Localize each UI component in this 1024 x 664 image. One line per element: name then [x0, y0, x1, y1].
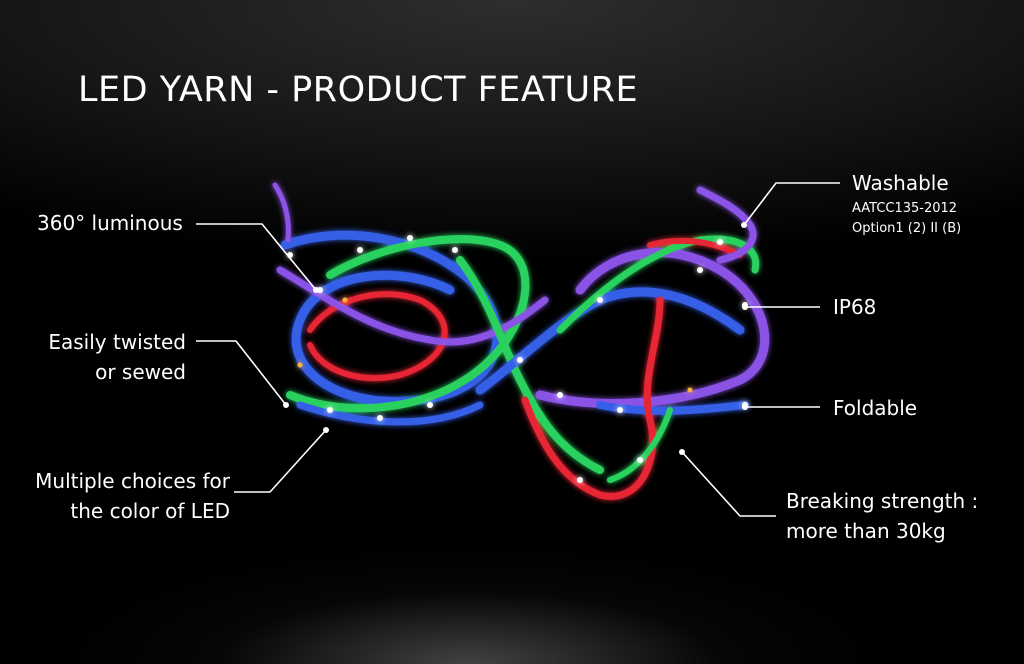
led-dot	[697, 267, 703, 273]
callout-line-color	[234, 429, 327, 493]
yarn-strand	[596, 401, 749, 415]
feature-twisted-line2: or sewed	[95, 360, 186, 384]
led-dot	[597, 297, 603, 303]
callout-dot	[741, 222, 747, 228]
led-dot	[407, 235, 413, 241]
callout-line-luminous	[196, 223, 317, 291]
led-dot	[557, 392, 563, 398]
feature-strength-line1: Breaking strength :	[786, 489, 979, 513]
callout-line-washable	[743, 182, 840, 226]
led-dot-amber	[342, 297, 348, 303]
callout-dot	[323, 427, 329, 433]
callout-dot	[742, 404, 748, 410]
feature-strength-line2: more than 30kg	[786, 519, 946, 543]
led-dot	[577, 477, 583, 483]
yarn-strand	[296, 401, 484, 426]
callout-line-strength	[681, 451, 776, 517]
led-dot	[717, 239, 723, 245]
yarn-strand	[535, 248, 770, 408]
led-dot	[617, 407, 623, 413]
led-dot	[327, 407, 333, 413]
yarn-strand	[696, 186, 757, 264]
feature-washable: Washable	[852, 171, 949, 195]
feature-color-line1: Multiple choices for	[35, 469, 230, 493]
yarn-strand	[607, 407, 673, 483]
yarn-strand	[456, 256, 604, 474]
yarn-strand	[521, 296, 664, 500]
led-dot-amber	[687, 387, 693, 393]
led-dot	[452, 247, 458, 253]
yarn-strand	[307, 291, 448, 382]
yarn-strand	[286, 235, 530, 413]
yarn-strand	[276, 266, 549, 346]
callout-line-twisted	[196, 340, 287, 406]
feature-color: Multiple choices for the color of LED	[35, 466, 230, 526]
washable-standard-line1: AATCC135-2012	[852, 201, 958, 216]
led-dot	[637, 457, 643, 463]
callout-dot	[679, 449, 685, 455]
feature-twisted-line1: Easily twisted	[48, 330, 186, 354]
washable-standard-line2: Option1 (2) II (B)	[852, 221, 962, 236]
feature-foldable: Foldable	[833, 396, 918, 420]
washable-standard: AATCC135-2012 Option1 (2) II (B)	[852, 199, 961, 239]
feature-color-line2: the color of LED	[70, 499, 230, 523]
page-title: LED YARN - PRODUCT FEATURE	[78, 70, 639, 110]
callout-dot	[313, 287, 319, 293]
led-dot	[517, 357, 523, 363]
callout-dot	[283, 402, 289, 408]
feature-luminous: 360° luminous	[37, 211, 183, 235]
yarn-strand	[272, 182, 291, 243]
callout-dot	[742, 304, 748, 310]
feature-strength: Breaking strength : more than 30kg	[786, 486, 978, 546]
feature-twisted: Easily twisted or sewed	[48, 327, 186, 387]
feature-ip68: IP68	[833, 295, 877, 319]
led-dot-amber	[297, 362, 303, 368]
led-dot	[427, 402, 433, 408]
led-dot	[377, 415, 383, 421]
yarn-strand	[647, 237, 743, 258]
led-dot	[357, 247, 363, 253]
